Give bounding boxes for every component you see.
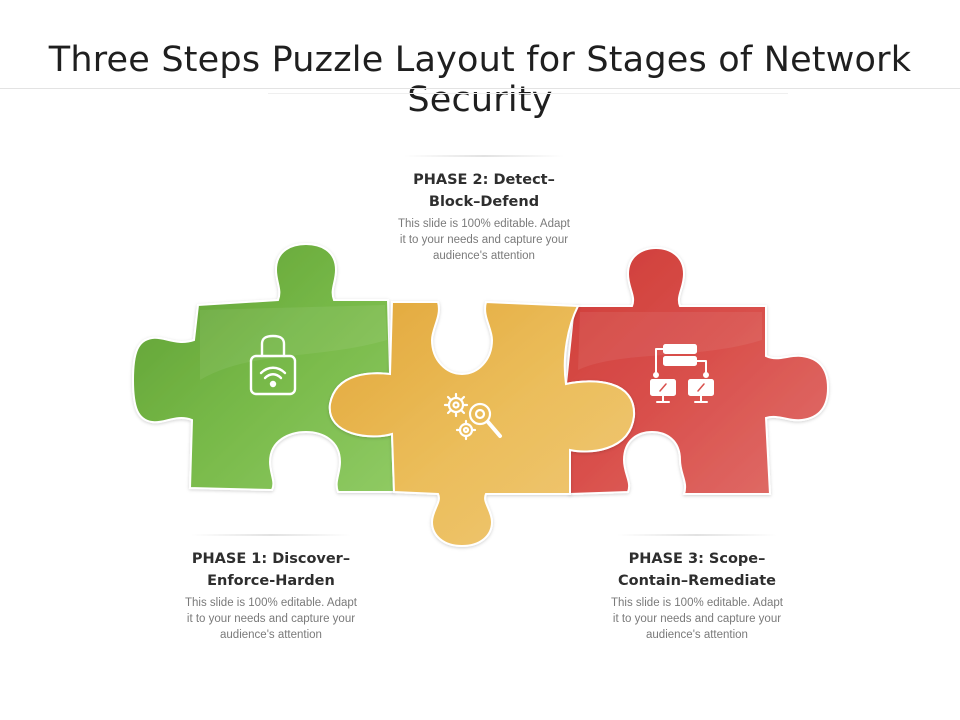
page-title: Three Steps Puzzle Layout for Stages of … [48,40,912,120]
phase-1-description: This slide is 100% editable. Adapt it to… [185,597,357,641]
gloss-highlight [578,312,762,370]
phase-3-block: PHASE 3: Scope– Contain–Remediate This s… [597,534,797,643]
puzzle-piece-phase-1 [131,242,396,493]
wifi-lock-icon [249,334,297,396]
phase-divider [191,534,351,536]
phase-divider [617,534,777,536]
phase-1-heading: PHASE 1: Discover– Enforce-Harden [191,551,351,589]
gloss-highlight [200,305,387,380]
title-divider [0,88,960,89]
phase-2-block: PHASE 2: Detect– Block–Defend This slide… [384,155,584,264]
phase-2-heading: PHASE 2: Detect– Block–Defend [413,172,555,210]
title-divider-accent [268,93,788,94]
phase-divider [404,155,564,157]
phase-3-description: This slide is 100% editable. Adapt it to… [611,597,783,641]
phase-1-block: PHASE 1: Discover– Enforce-Harden This s… [171,534,371,643]
phase-3-heading: PHASE 3: Scope– Contain–Remediate [617,551,777,589]
phase-2-description: This slide is 100% editable. Adapt it to… [398,218,570,262]
network-servers-icon [650,344,714,403]
puzzle-piece-phase-3 [564,246,830,496]
gears-magnifier-icon [443,392,502,441]
